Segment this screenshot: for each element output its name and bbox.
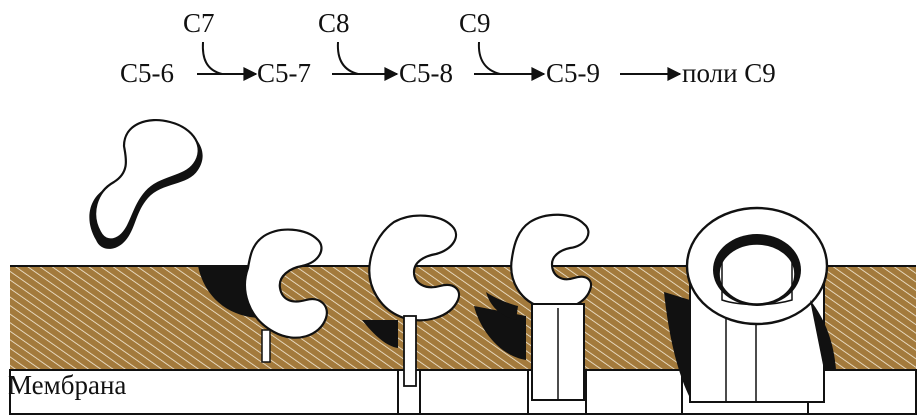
scheme-arrows [197,42,680,74]
membrane-label: Мембрана [8,372,126,399]
poly-c9-pore [664,208,836,402]
arrow-c9-curve [479,42,500,74]
arrow-c8-curve [338,42,358,74]
arrow-c7-curve [203,42,222,74]
c5-6-molecule [89,120,202,249]
